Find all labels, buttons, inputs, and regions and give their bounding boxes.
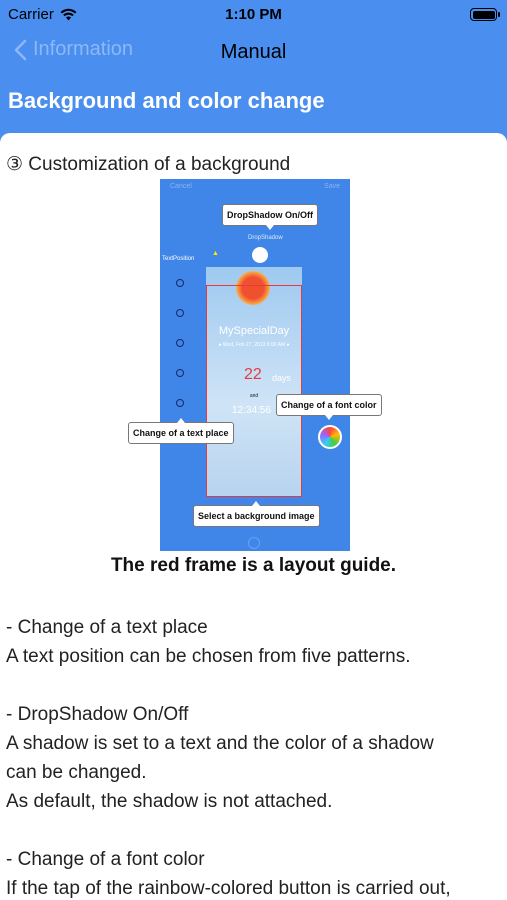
sun-icon: [236, 271, 270, 305]
background-image-preview: [206, 267, 302, 497]
back-button-label: Information: [33, 38, 134, 60]
dropshadow-toggle-icon: [252, 247, 268, 263]
warning-triangle-icon: ▲: [212, 250, 219, 257]
background-select-icon: [248, 537, 260, 549]
nav-title: Manual: [220, 41, 287, 63]
screenshot-save-label: Save: [324, 183, 340, 190]
chevron-left-icon: [14, 39, 27, 60]
body-line: - DropShadow On/Off: [6, 704, 189, 725]
body-line: - Change of a font color: [6, 849, 205, 870]
battery-icon: [470, 8, 500, 21]
days-unit: days: [272, 373, 292, 383]
body-line: A shadow is set to a text and the color …: [6, 733, 434, 754]
text-position-icon: [176, 399, 184, 407]
text-position-icon: [176, 309, 184, 317]
wifi-icon: [60, 8, 77, 21]
rainbow-color-button-icon: [318, 425, 342, 449]
and-label: and: [249, 393, 259, 399]
callout-font-color: Change of a font color: [276, 394, 382, 420]
status-bar: Carrier 1:10 PM: [0, 0, 507, 28]
clock-display: 12:34:56: [232, 405, 271, 416]
callout-text-place: Change of a text place: [128, 418, 234, 444]
subtitle: ③ Customization of a background: [6, 154, 291, 175]
special-day-date: ● Wed, Feb 27, 2013 9:00 AM ●: [218, 342, 290, 348]
manual-content[interactable]: ③ Customization of a background Cancel S…: [0, 133, 507, 900]
body-line: A text position can be chosen from five …: [6, 646, 411, 667]
screenshot-textposition-label: TextPosition: [162, 256, 195, 262]
text-position-icon: [176, 279, 184, 287]
screenshot-cancel-label: Cancel: [170, 183, 192, 190]
layout-guide-frame: [206, 285, 302, 497]
screenshot-dropshadow-label: DropShadow: [248, 235, 283, 241]
carrier-info: Carrier: [8, 6, 77, 23]
text-position-icon: [176, 339, 184, 347]
app-screenshot-illustration: Cancel Save DropShadow TextPosition ▲ My…: [160, 179, 350, 551]
days-count: 22: [244, 366, 262, 383]
body-line: If the tap of the rainbow-colored button…: [6, 878, 451, 899]
back-button[interactable]: Information: [14, 38, 133, 61]
special-day-title: MySpecialDay: [218, 325, 290, 337]
manual-body-text: - Change of a text place A text position…: [6, 613, 506, 900]
body-line: - Change of a text place: [6, 617, 208, 638]
callout-background-image: Select a background image: [193, 501, 320, 527]
body-line: can be changed.: [6, 762, 147, 783]
carrier-label: Carrier: [8, 6, 54, 23]
text-position-icon: [176, 369, 184, 377]
paragraph-gap: [6, 816, 506, 845]
status-time: 1:10 PM: [225, 6, 282, 23]
paragraph-gap: [6, 671, 506, 700]
callout-dropshadow: DropShadow On/Off: [222, 204, 318, 230]
navigation-bar: Information Manual: [0, 30, 507, 74]
image-caption: The red frame is a layout guide.: [110, 555, 397, 576]
section-title: Background and color change: [8, 88, 325, 113]
body-line: As default, the shadow is not attached.: [6, 791, 333, 812]
